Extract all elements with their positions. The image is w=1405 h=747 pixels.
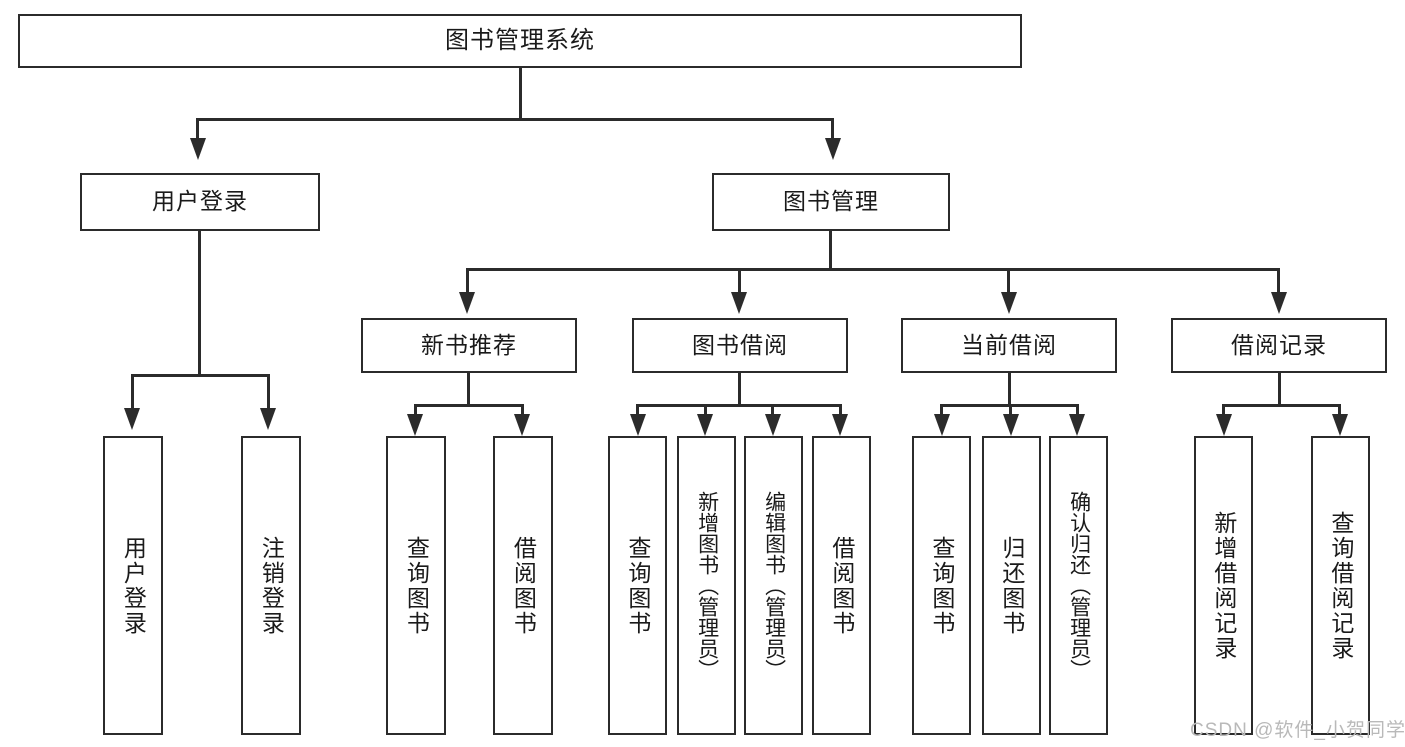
arrow-to-leaf-logout bbox=[260, 408, 276, 430]
node-label: 图书借阅 bbox=[692, 331, 788, 358]
edge-bb-stem bbox=[738, 373, 741, 407]
leaf-logout[interactable]: 注销登录 bbox=[241, 436, 301, 735]
leaf-bb-query-book[interactable]: 查询图书 bbox=[608, 436, 667, 735]
arrow-to-leaf-br-add-record bbox=[1216, 414, 1232, 436]
edge-nbr-bus bbox=[414, 404, 524, 407]
node-book-management[interactable]: 图书管理 bbox=[712, 173, 950, 231]
edge-br-leg-1 bbox=[1222, 404, 1225, 416]
edge-cb-leg-2 bbox=[1009, 404, 1012, 416]
node-current-borrow[interactable]: 当前借阅 bbox=[901, 318, 1117, 373]
arrow-to-leaf-nbr-borrow-book bbox=[514, 414, 530, 436]
leaf-label: 查询借阅记录 bbox=[1327, 510, 1354, 661]
edge-root-leg-right bbox=[831, 118, 834, 140]
leaf-user-login[interactable]: 用户登录 bbox=[103, 436, 163, 735]
leaf-label: 编辑图书（管理员） bbox=[762, 491, 786, 680]
edge-br-bus bbox=[1222, 404, 1341, 407]
leaf-label: 用户登录 bbox=[120, 535, 147, 636]
arrow-to-leaf-bb-query-book bbox=[630, 414, 646, 436]
arrow-to-book-management bbox=[825, 138, 841, 160]
leaf-bb-borrow-book[interactable]: 借阅图书 bbox=[812, 436, 871, 735]
leaf-cb-query-book[interactable]: 查询图书 bbox=[912, 436, 971, 735]
arrow-to-leaf-bb-edit-book bbox=[765, 414, 781, 436]
leaf-bb-edit-book[interactable]: 编辑图书（管理员） bbox=[744, 436, 803, 735]
node-new-book-recommend[interactable]: 新书推荐 bbox=[361, 318, 577, 373]
leaf-nbr-borrow-book[interactable]: 借阅图书 bbox=[493, 436, 553, 735]
node-label: 用户登录 bbox=[152, 188, 248, 215]
edge-bm-leg-4 bbox=[1277, 268, 1280, 294]
edge-nbr-leg-2 bbox=[521, 404, 524, 416]
edge-user-login-bus bbox=[131, 374, 270, 377]
edge-bb-leg-2 bbox=[704, 404, 707, 416]
leaf-label: 新增借阅记录 bbox=[1210, 510, 1237, 661]
edge-nbr-leg-1 bbox=[414, 404, 417, 416]
edge-cb-leg-3 bbox=[1076, 404, 1079, 416]
leaf-label: 注销登录 bbox=[258, 535, 285, 636]
leaf-label: 查询图书 bbox=[928, 535, 955, 636]
arrow-to-borrow-record bbox=[1271, 292, 1287, 314]
arrow-to-leaf-cb-confirm-return bbox=[1069, 414, 1085, 436]
node-label: 当前借阅 bbox=[961, 331, 1057, 358]
node-user-login[interactable]: 用户登录 bbox=[80, 173, 320, 231]
arrow-to-leaf-bb-borrow-book bbox=[832, 414, 848, 436]
arrow-to-leaf-br-query-record bbox=[1332, 414, 1348, 436]
edge-bb-leg-1 bbox=[636, 404, 639, 416]
edge-book-management-stem bbox=[829, 231, 832, 271]
arrow-to-book-borrow bbox=[731, 292, 747, 314]
leaf-label: 借阅图书 bbox=[828, 535, 855, 636]
leaf-label: 查询图书 bbox=[403, 535, 430, 636]
arrow-to-leaf-bb-add-book bbox=[697, 414, 713, 436]
leaf-label: 归还图书 bbox=[998, 535, 1025, 636]
edge-bb-bus bbox=[636, 404, 842, 407]
node-label: 图书管理系统 bbox=[445, 26, 595, 54]
node-label: 借阅记录 bbox=[1231, 331, 1327, 358]
leaf-cb-return-book[interactable]: 归还图书 bbox=[982, 436, 1041, 735]
edge-book-management-bus bbox=[466, 268, 1280, 271]
arrow-to-leaf-cb-query-book bbox=[934, 414, 950, 436]
edge-bb-leg-3 bbox=[771, 404, 774, 416]
arrow-to-current-borrow bbox=[1001, 292, 1017, 314]
edge-root-bus bbox=[196, 118, 834, 121]
edge-bm-leg-1 bbox=[466, 268, 469, 294]
edge-bm-leg-2 bbox=[738, 268, 741, 294]
node-label: 图书管理 bbox=[783, 188, 879, 215]
edge-bm-leg-3 bbox=[1007, 268, 1010, 294]
edge-root-stem bbox=[519, 68, 522, 120]
edge-user-login-leg-1 bbox=[131, 374, 134, 410]
arrow-to-leaf-cb-return-book bbox=[1003, 414, 1019, 436]
leaf-label: 新增图书（管理员） bbox=[695, 491, 719, 680]
leaf-br-query-record[interactable]: 查询借阅记录 bbox=[1311, 436, 1370, 735]
leaf-label: 借阅图书 bbox=[510, 535, 537, 636]
node-book-borrow[interactable]: 图书借阅 bbox=[632, 318, 848, 373]
edge-bb-leg-4 bbox=[839, 404, 842, 416]
arrow-to-user-login bbox=[190, 138, 206, 160]
edge-nbr-stem bbox=[467, 373, 470, 407]
leaf-label: 确认归还（管理员） bbox=[1067, 491, 1091, 680]
edge-cb-stem bbox=[1008, 373, 1011, 407]
arrow-to-new-book-recommend bbox=[459, 292, 475, 314]
edge-br-leg-2 bbox=[1338, 404, 1341, 416]
leaf-label: 查询图书 bbox=[624, 535, 651, 636]
edge-user-login-stem bbox=[198, 231, 201, 376]
edge-br-stem bbox=[1278, 373, 1281, 407]
node-root-book-management-system[interactable]: 图书管理系统 bbox=[18, 14, 1022, 68]
leaf-br-add-record[interactable]: 新增借阅记录 bbox=[1194, 436, 1253, 735]
edge-root-leg-left bbox=[196, 118, 199, 140]
edge-cb-leg-1 bbox=[940, 404, 943, 416]
arrow-to-leaf-nbr-query-book bbox=[407, 414, 423, 436]
node-borrow-record[interactable]: 借阅记录 bbox=[1171, 318, 1387, 373]
leaf-cb-confirm-return[interactable]: 确认归还（管理员） bbox=[1049, 436, 1108, 735]
arrow-to-leaf-user-login bbox=[124, 408, 140, 430]
leaf-nbr-query-book[interactable]: 查询图书 bbox=[386, 436, 446, 735]
edge-user-login-leg-2 bbox=[267, 374, 270, 410]
csdn-watermark: CSDN @软件_小贺同学 bbox=[1190, 720, 1405, 741]
node-label: 新书推荐 bbox=[421, 331, 517, 358]
leaf-bb-add-book[interactable]: 新增图书（管理员） bbox=[677, 436, 736, 735]
